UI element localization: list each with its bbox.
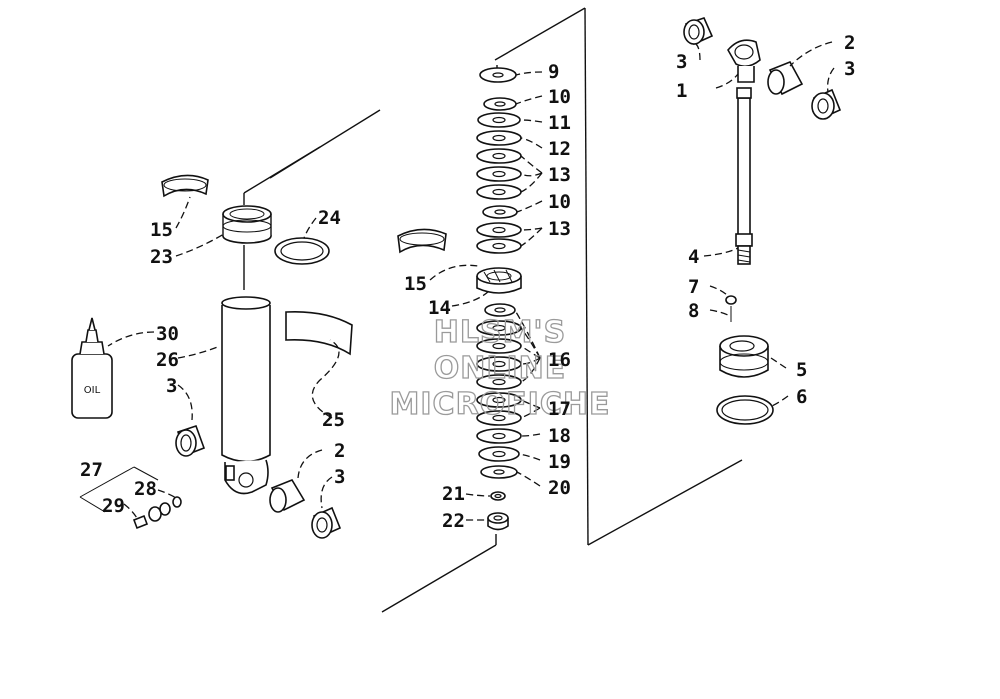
- callout-2-left: 2: [334, 440, 345, 462]
- bushing-3-left-upper: [175, 424, 206, 457]
- callout-1: 1: [676, 80, 687, 102]
- callout-25: 25: [322, 409, 345, 431]
- callout-24: 24: [318, 207, 341, 229]
- callout-16: 16: [548, 349, 571, 371]
- callout-23: 23: [150, 246, 173, 268]
- shock-body-26: [221, 296, 271, 495]
- callout-11: 11: [548, 112, 571, 134]
- valve-assembly-27: [132, 496, 182, 530]
- callout-12: 12: [548, 138, 571, 160]
- callout-19: 19: [548, 451, 571, 473]
- piston-cap-23: [222, 205, 272, 244]
- callout-4: 4: [688, 246, 699, 268]
- callout-3-left-lower: 3: [334, 466, 345, 488]
- oil-bottle-label: OIL: [84, 385, 101, 396]
- sleeve-2-right: [767, 60, 804, 96]
- sleeve-2-left: [269, 479, 306, 513]
- oil-bottle-30: OIL: [71, 317, 113, 419]
- seal-ring-24: [274, 237, 330, 265]
- eyelet-1: [727, 39, 761, 83]
- callout-28: 28: [134, 478, 157, 500]
- screw-7: [725, 295, 737, 305]
- bushing-3-right-lower: [811, 88, 842, 120]
- watermark-line-3: MICROFICHE: [390, 387, 611, 422]
- panel-frame-lines: [243, 7, 743, 613]
- callout-2-right: 2: [844, 32, 855, 54]
- seal-ring-6: [716, 395, 774, 425]
- shaft-4: [735, 87, 753, 265]
- callout-21: 21: [442, 483, 465, 505]
- piston-5: [719, 335, 769, 378]
- ring-15-middle: [397, 228, 447, 254]
- callout-15-left: 15: [150, 219, 173, 241]
- callout-22: 22: [442, 510, 465, 532]
- callout-10-upper: 10: [548, 86, 571, 108]
- watermark-line-1: HLSM'S: [434, 315, 566, 350]
- callout-20: 20: [548, 477, 571, 499]
- callout-5: 5: [796, 359, 807, 381]
- callout-15-middle: 15: [404, 273, 427, 295]
- callout-30: 30: [156, 323, 179, 345]
- callout-3-left-upper: 3: [166, 375, 177, 397]
- callout-29: 29: [102, 495, 125, 517]
- callout-9: 9: [548, 61, 559, 83]
- callout-13-upper: 13: [548, 164, 571, 186]
- ring-15-left: [161, 174, 209, 198]
- callout-3-right-upper: 3: [676, 51, 687, 73]
- callout-27: 27: [80, 459, 103, 481]
- callout-8: 8: [688, 300, 699, 322]
- bushing-3-left-lower: [311, 506, 342, 539]
- callout-3-right-lower: 3: [844, 58, 855, 80]
- callout-18: 18: [548, 425, 571, 447]
- shim-stack: [476, 65, 522, 545]
- bushing-3-right-upper: [683, 17, 714, 46]
- callout-17: 17: [548, 398, 571, 420]
- callout-10-lower: 10: [548, 191, 571, 213]
- label-strip-25: [285, 310, 353, 356]
- watermark: HLSM'S ONLINE MICROFICHE: [389, 314, 611, 422]
- watermark-line-2: ONLINE: [434, 351, 567, 386]
- callout-labels: 15 23 24 30 26 3 25 2 27 28 3 29 15 14 9…: [80, 32, 855, 532]
- callout-7: 7: [688, 276, 699, 298]
- callout-14: 14: [428, 297, 451, 319]
- callout-13-lower: 13: [548, 218, 571, 240]
- callout-26: 26: [156, 349, 179, 371]
- callout-6: 6: [796, 386, 807, 408]
- leader-lines: [79, 41, 835, 521]
